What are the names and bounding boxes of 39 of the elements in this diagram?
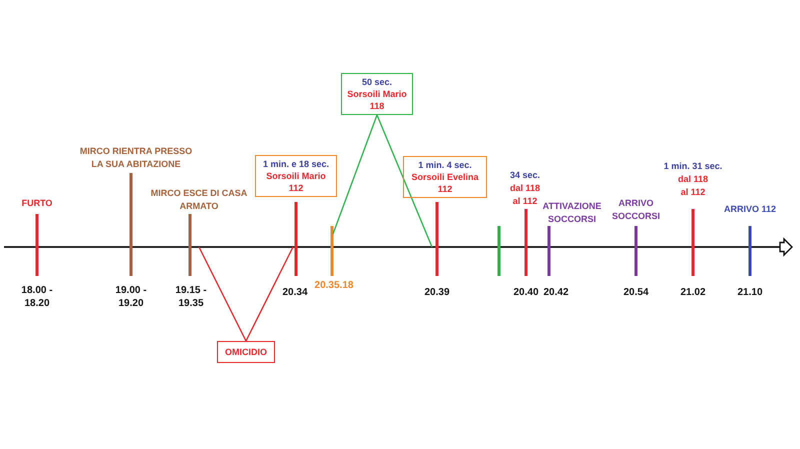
event-label: MIRCO ESCE DI CASA ARMATO — [150, 187, 248, 213]
event-label: MIRCO RIENTRA PRESSO LA SUA ABITAZIONE — [78, 145, 194, 171]
emergency-number: 118 — [370, 100, 384, 112]
call-route-text: dal 118 al 112 — [676, 173, 710, 199]
event-label: ATTIVAZIONE SOCCORSI — [542, 200, 602, 226]
time-label: 19.00 - 19.20 — [114, 284, 148, 310]
time-label: 20.34 — [281, 286, 309, 299]
call-box — [403, 156, 487, 198]
duration-text: 1 min. e 18 sec. — [262, 158, 330, 170]
emergency-number: 112 — [438, 183, 452, 195]
time-label: 19.15 - 19.35 — [174, 284, 208, 310]
connector-line — [245, 246, 294, 342]
time-label: 20.54 — [622, 286, 650, 299]
connector-line — [376, 114, 433, 248]
call-box — [255, 155, 337, 197]
emergency-number: 112 — [288, 182, 304, 194]
time-label: 20.39 — [423, 286, 451, 299]
caller-name: Sorsoili Mario — [266, 170, 326, 182]
event-label: FURTO — [20, 197, 54, 210]
event-box — [217, 341, 275, 363]
time-label: 20.42 — [542, 286, 570, 299]
connector-line — [332, 114, 378, 234]
event-label: ARRIVO SOCCORSI — [610, 197, 661, 223]
connector-line — [198, 246, 247, 342]
event-label: OMICIDIO — [225, 346, 267, 358]
event-label: ARRIVO 112 — [722, 203, 778, 216]
duration-text: 1 min. 31 sec. — [662, 160, 724, 173]
time-label: 20.40 — [512, 286, 540, 299]
call-route-text: dal 118 al 112 — [508, 182, 542, 208]
time-label: 18.00 - 18.20 — [20, 284, 54, 310]
time-label: 20.35.18 — [314, 279, 354, 292]
caller-name: Sorsoili Evelina — [411, 171, 479, 183]
caller-name: Sorsoili Mario — [347, 88, 407, 100]
duration-text: 50 sec. — [362, 76, 392, 88]
duration-text: 1 min. 4 sec. — [418, 159, 472, 171]
call-box — [341, 73, 413, 115]
duration-text: 34 sec. — [508, 169, 542, 182]
time-label: 21.10 — [736, 286, 764, 299]
time-label: 21.02 — [679, 286, 707, 299]
